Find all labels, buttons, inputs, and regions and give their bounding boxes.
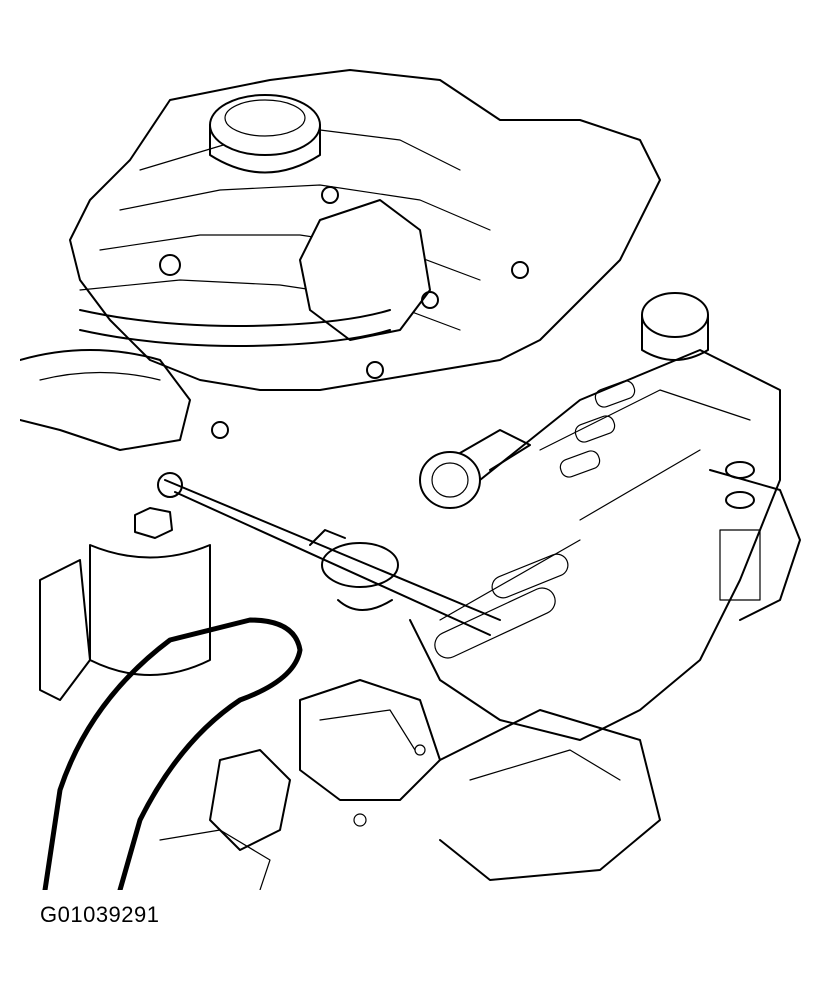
upper-hose (79, 309, 391, 347)
figure-id-label: G01039291 (40, 902, 160, 927)
lower-radiator-hose (42, 617, 303, 890)
oil-filler-cap (209, 94, 321, 174)
hose-clamp (309, 529, 399, 611)
pipe-fitting (419, 429, 531, 509)
left-side-components (20, 349, 191, 701)
right-bracket (709, 461, 801, 621)
intake-manifold (409, 349, 781, 741)
engine-upper-assembly (69, 69, 661, 391)
lower-components (159, 679, 661, 890)
dipstick-cap (89, 507, 211, 676)
mounting-bracket (159, 186, 529, 439)
engine-illustration (20, 69, 801, 890)
